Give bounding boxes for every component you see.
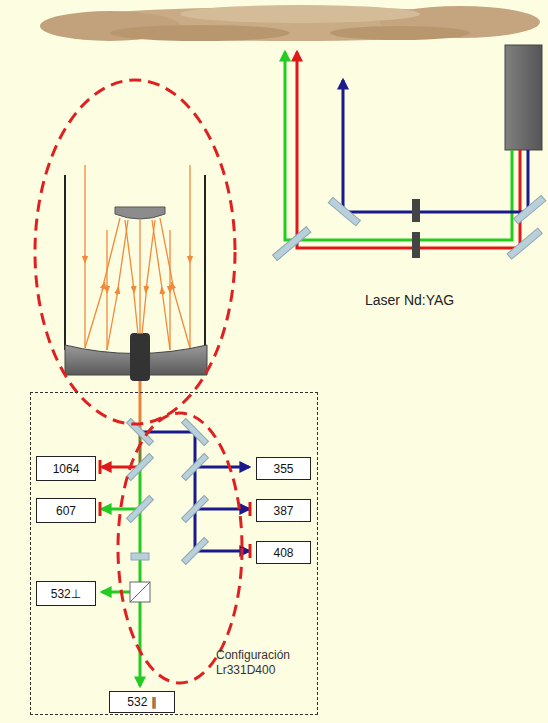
channel-box: 387 <box>256 499 311 522</box>
laser-beams <box>285 52 528 248</box>
beam-expanders <box>412 199 420 258</box>
drawing-part <box>182 496 209 523</box>
channel-box: 355 <box>256 457 311 480</box>
channel-wavelength: 607 <box>56 504 76 518</box>
channel-wavelength: 387 <box>273 504 293 518</box>
drawing-part <box>84 255 85 348</box>
channel-box: 532 ∥ <box>109 691 175 713</box>
beam-mirrors <box>273 195 546 260</box>
drawing-part <box>35 80 235 424</box>
drawing-part <box>172 285 190 348</box>
drawing-part <box>189 165 190 260</box>
channel-box: 408 <box>256 541 311 564</box>
drawing-part <box>110 25 290 41</box>
telescope <box>65 175 207 381</box>
drawing-part <box>102 218 120 290</box>
drawing-part <box>182 454 209 481</box>
drawing-part <box>107 290 118 350</box>
drawing-part <box>189 255 190 348</box>
drawing-part <box>125 220 134 290</box>
part-label: Laser Nd:YAG <box>365 292 454 308</box>
drawing-part <box>169 230 170 290</box>
drawing-part <box>249 544 252 558</box>
drawing-part <box>142 285 147 334</box>
light-rays <box>85 165 190 350</box>
dichroic-mirrors <box>127 419 209 565</box>
drawing-part <box>204 175 206 350</box>
filters <box>100 460 250 558</box>
drawing-part <box>130 582 150 602</box>
drawing-part <box>127 496 154 523</box>
polarizing-cube <box>130 582 150 602</box>
configuration-label: Configuración Lr331D400 <box>216 648 316 678</box>
drawing-part <box>180 5 420 23</box>
drawing-part <box>106 230 107 290</box>
drawing-part <box>118 413 242 683</box>
drawing-part <box>130 333 150 381</box>
drawing-part <box>106 285 107 350</box>
drawing-part <box>146 220 155 290</box>
drawing-part <box>99 460 102 474</box>
drawing-part <box>160 218 174 290</box>
drawing-part <box>99 502 102 516</box>
channel-box: 607 <box>36 498 96 523</box>
drawing-part <box>273 227 311 261</box>
detection-beams <box>102 432 249 686</box>
drawing-part <box>162 290 170 350</box>
drawing-part <box>130 582 150 602</box>
drawing-part <box>195 508 249 511</box>
drawing-part <box>84 165 85 260</box>
drawing-part <box>131 553 149 560</box>
drawing-part <box>133 285 138 334</box>
channel-wavelength: 1064 <box>53 462 80 476</box>
drawing-part <box>343 80 528 212</box>
channel-wavelength: 532 ∥ <box>127 695 156 709</box>
channel-wavelength: 355 <box>273 462 293 476</box>
drawing-part <box>140 432 195 551</box>
highlight-ellipses <box>35 80 242 683</box>
drawing-part <box>195 466 249 469</box>
channel-wavelength: 408 <box>273 546 293 560</box>
channel-box: 1064 <box>36 456 96 481</box>
drawing-part <box>507 228 542 259</box>
drawing-part <box>64 175 66 350</box>
drawing-part <box>85 285 104 348</box>
drawing-part <box>514 195 546 224</box>
drawing-part <box>182 538 209 565</box>
drawing-part <box>328 197 360 226</box>
drawing-part <box>169 285 170 350</box>
drawing-part <box>412 199 420 222</box>
channel-wavelength: 532⊥ <box>51 587 81 601</box>
drawing-part <box>182 419 209 446</box>
channel-box: 532⊥ <box>36 581 96 606</box>
drawing-part <box>412 232 420 258</box>
drawing-part <box>330 26 470 40</box>
detection-frame: Configuración Lr331D400 1064 355 607 387 408 5… <box>30 392 318 715</box>
laser-head <box>505 45 542 150</box>
drawing-part <box>249 502 252 516</box>
drawing-part <box>297 52 520 248</box>
drawing-part <box>139 220 140 334</box>
drawing-part <box>115 207 165 219</box>
cloud <box>40 5 540 41</box>
